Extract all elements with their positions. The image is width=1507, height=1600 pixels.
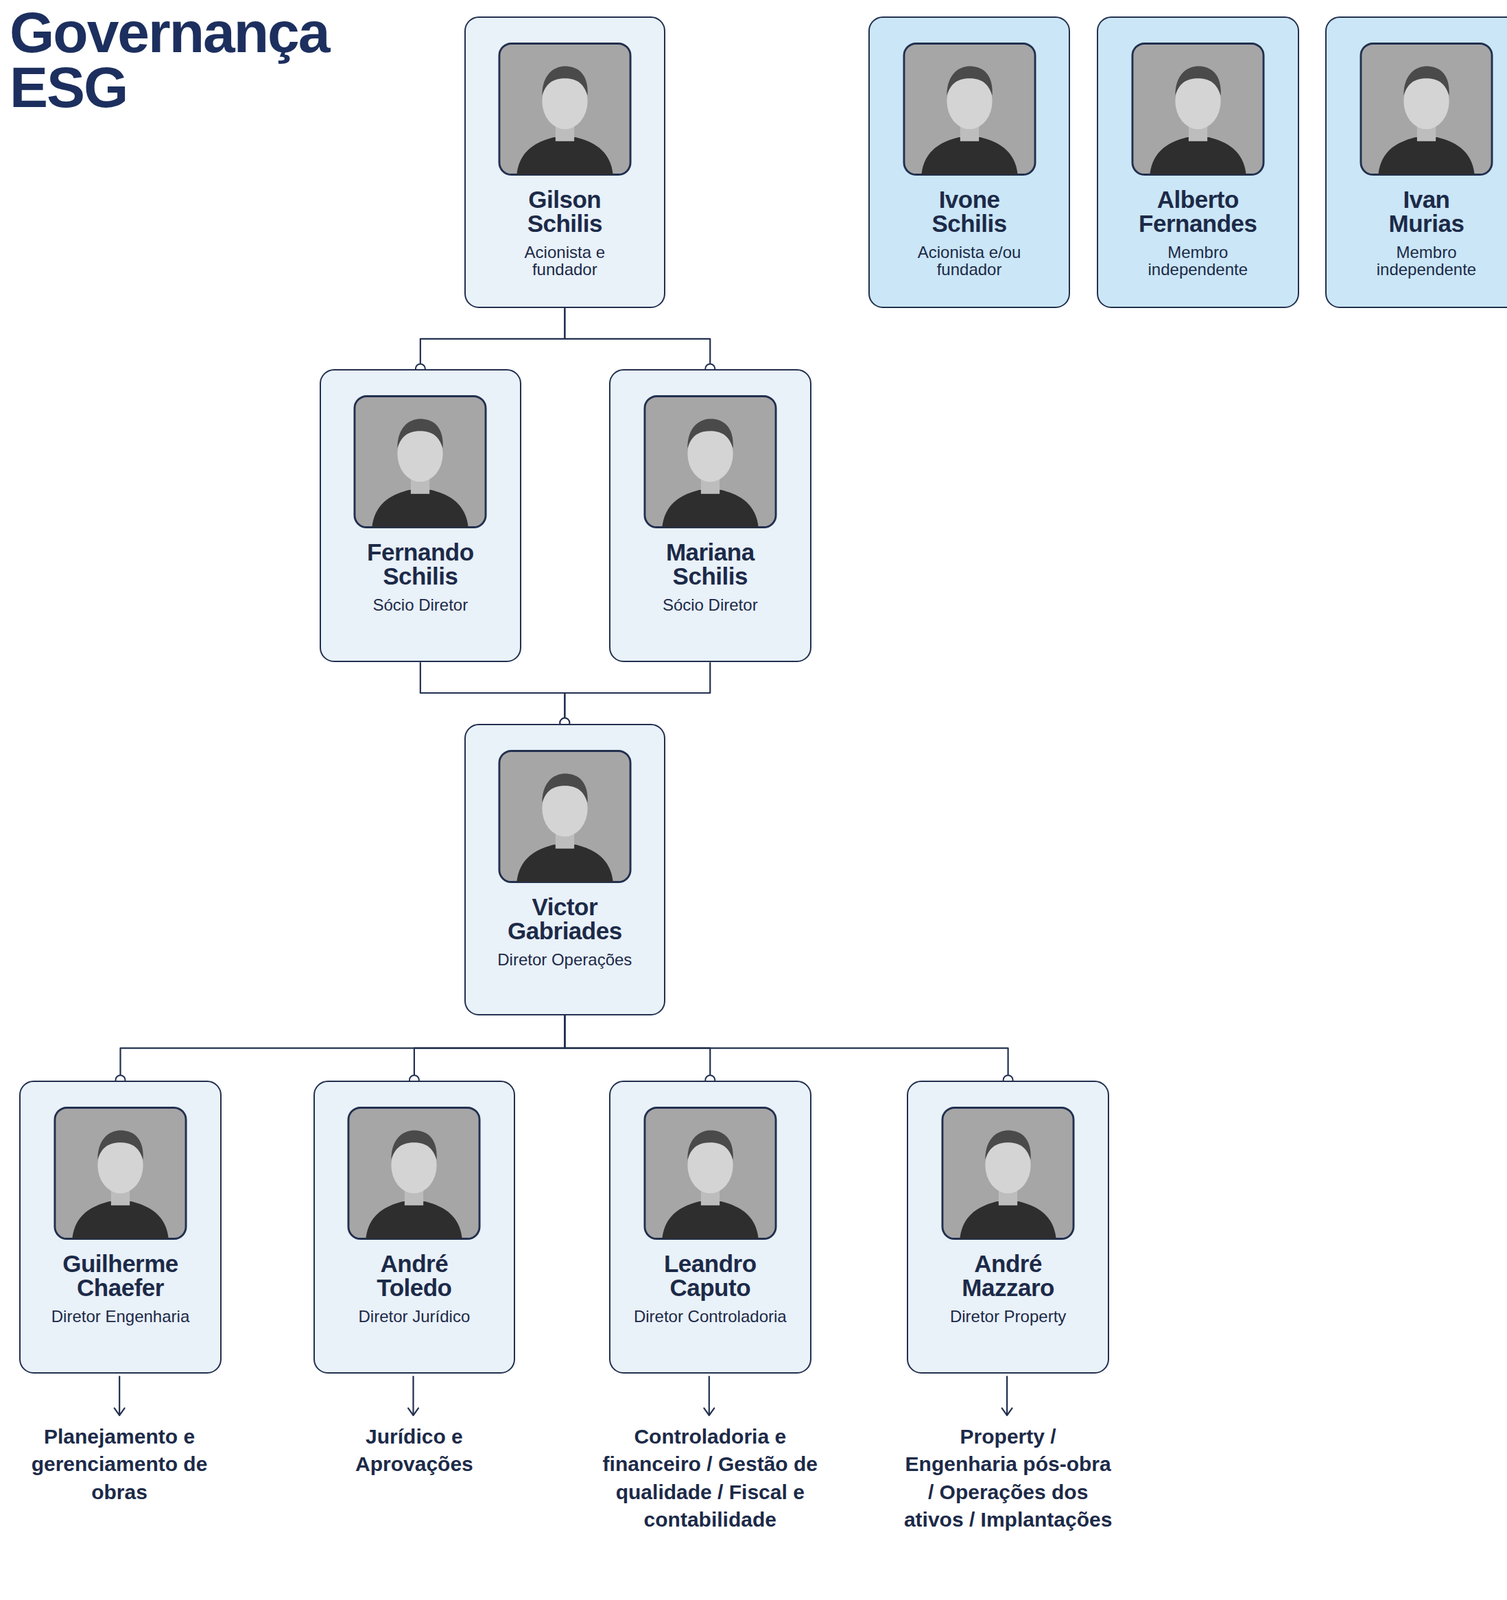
portrait-figure: [354, 396, 486, 528]
portrait-photo: [643, 394, 778, 529]
person-role: Acionista e fundador: [504, 243, 625, 278]
portrait-figure: [644, 1107, 776, 1239]
area-label: Jurídico e Aprovações: [325, 1422, 504, 1479]
portrait-figure: [499, 750, 631, 882]
person-role: Membro independente: [1137, 243, 1259, 278]
portrait-photo: [643, 1105, 778, 1241]
leader-line: [118, 1375, 121, 1414]
person-name: Ivan Murias: [1389, 187, 1465, 236]
org-connector: [564, 661, 710, 723]
person-card: Ivone SchilisAcionista e/ou fundador: [868, 16, 1071, 308]
person-card: Fernando SchilisSócio Diretor: [319, 369, 522, 662]
person-role: Diretor Controladoria: [633, 1307, 787, 1325]
portrait-photo: [902, 41, 1037, 177]
person-name: Ivone Schilis: [931, 187, 1007, 236]
portrait-figure: [54, 1107, 186, 1239]
diagram-title: Governança ESG: [9, 5, 330, 116]
portrait-figure: [644, 396, 776, 528]
leader-line: [412, 1375, 414, 1414]
person-name: Victor Gabriades: [507, 894, 623, 943]
person-role: Sócio Diretor: [662, 596, 758, 614]
area-label: Controladoria e financeiro / Gestão de q…: [587, 1422, 833, 1534]
portrait-photo: [353, 394, 488, 529]
portrait-photo: [941, 1105, 1075, 1241]
portrait-figure: [942, 1107, 1074, 1239]
org-connector: [414, 1015, 565, 1081]
person-card: Guilherme ChaeferDiretor Engenharia: [19, 1080, 222, 1374]
leader-arrowhead: [114, 1407, 125, 1415]
portrait-photo: [53, 1105, 188, 1241]
person-card: André ToledoDiretor Jurídico: [313, 1080, 516, 1374]
org-connector: [564, 307, 710, 370]
portrait-figure: [904, 43, 1036, 175]
person-name: Guilherme Chaefer: [62, 1251, 179, 1300]
leader-arrowhead: [703, 1407, 715, 1415]
person-role: Diretor Jurídico: [358, 1307, 471, 1325]
person-name: Fernando Schilis: [366, 539, 474, 588]
area-label: Property / Engenharia pós-obra / Operaçõ…: [903, 1422, 1113, 1534]
person-name: Alberto Fernandes: [1138, 187, 1258, 236]
person-name: André Mazzaro: [961, 1251, 1055, 1300]
person-role: Sócio Diretor: [372, 596, 468, 614]
person-card: Leandro CaputoDiretor Controladoria: [609, 1080, 812, 1374]
person-card: André MazzaroDiretor Property: [906, 1080, 1110, 1374]
area-label: Planejamento e gerenciamento de obras: [27, 1422, 212, 1507]
person-role: Acionista e/ou fundador: [904, 243, 1035, 278]
person-card: Mariana SchilisSócio Diretor: [609, 369, 812, 662]
person-card: Victor GabriadesDiretor Operações: [464, 723, 666, 1016]
portrait-figure: [1360, 43, 1492, 175]
person-card: Ivan MuriasMembro independente: [1325, 16, 1507, 308]
person-role: Membro independente: [1366, 243, 1487, 278]
leader-line: [708, 1375, 710, 1414]
person-card: Alberto FernandesMembro independente: [1096, 16, 1300, 308]
portrait-figure: [348, 1107, 480, 1239]
portrait-figure: [1132, 43, 1264, 175]
person-name: Leandro Caputo: [663, 1251, 757, 1300]
portrait-photo: [497, 749, 632, 884]
person-card: Gilson SchilisAcionista e fundador: [464, 16, 666, 308]
org-connector: [420, 307, 565, 370]
person-role: Diretor Operações: [497, 950, 632, 968]
person-name: Mariana Schilis: [666, 539, 755, 588]
org-connector: [420, 661, 565, 723]
leader-line: [1006, 1375, 1008, 1414]
org-connector: [564, 1015, 1008, 1081]
person-role: Diretor Engenharia: [51, 1307, 190, 1325]
leader-arrowhead: [1002, 1407, 1013, 1415]
person-name: André Toledo: [376, 1251, 452, 1300]
portrait-figure: [499, 43, 631, 175]
person-role: Diretor Property: [950, 1307, 1066, 1325]
portrait-photo: [1359, 41, 1494, 177]
portrait-photo: [1131, 41, 1265, 177]
portrait-photo: [347, 1105, 481, 1241]
org-connector: [120, 1015, 566, 1081]
person-name: Gilson Schilis: [527, 187, 603, 236]
portrait-photo: [497, 41, 632, 177]
leader-arrowhead: [408, 1407, 419, 1415]
